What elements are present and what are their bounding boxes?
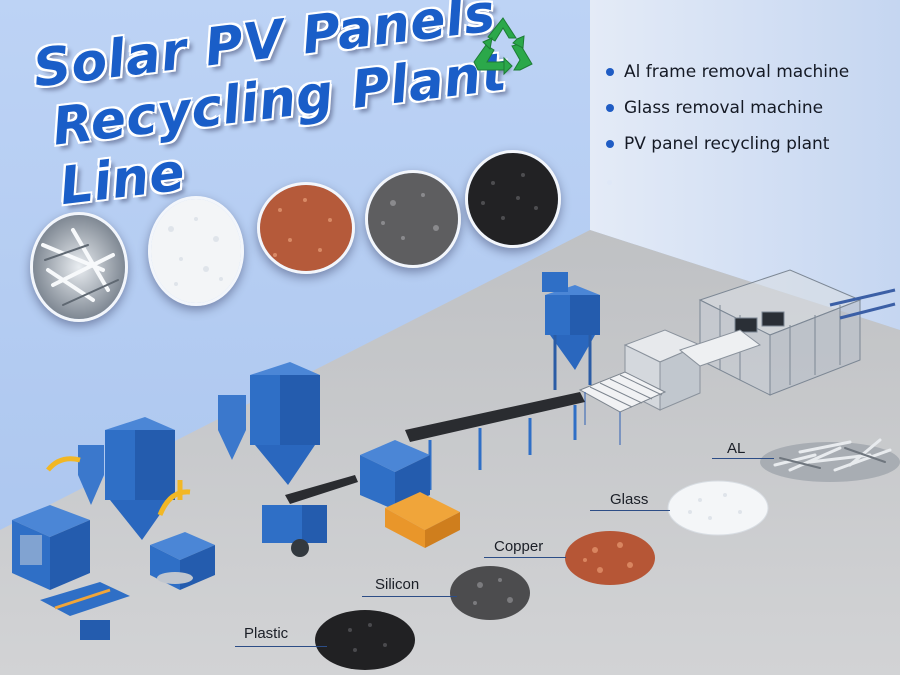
label-plastic: Plastic: [244, 625, 289, 642]
leader-line: [712, 458, 774, 459]
sample-plastic: [465, 150, 561, 248]
label-al: AL: [727, 440, 746, 457]
leader-line: [590, 510, 670, 511]
sample-glass: [148, 196, 244, 306]
pile-plastic: [315, 610, 415, 670]
shredder: [360, 440, 460, 548]
dust-collector-left: [78, 417, 175, 540]
feature-label: Glass removal machine: [624, 98, 824, 118]
separator-left: [12, 505, 90, 590]
pile-al: [760, 438, 900, 482]
blue-roller-conveyor: [829, 288, 896, 320]
sample-aluminium: [30, 212, 128, 322]
vibrating-screen: [40, 582, 130, 640]
sample-silicon: [365, 170, 461, 268]
pile-silicon: [450, 566, 530, 620]
roller-table: [578, 371, 667, 445]
leader-line: [235, 646, 327, 647]
bullet-icon: [607, 180, 612, 185]
leader-line: [484, 557, 566, 558]
recycle-icon: [473, 17, 533, 76]
crusher: [262, 505, 327, 557]
feature-item: PV panel recycling plant: [596, 134, 849, 170]
bullet-icon: [606, 68, 614, 76]
leader-line: [362, 596, 457, 597]
label-glass: Glass: [610, 491, 649, 508]
feature-label: Al frame removal machine: [624, 62, 850, 82]
bullet-icon: [606, 140, 614, 148]
air-separator-middle: [150, 532, 215, 590]
feature-list: Al frame removal machine Glass removal m…: [596, 62, 849, 206]
yellow-ducts: [46, 456, 191, 516]
pile-glass: [667, 480, 769, 536]
dust-collector-middle: [218, 362, 320, 485]
feature-label: PV panel recycling plant: [624, 134, 830, 154]
pile-glass-grain: [688, 493, 742, 520]
feature-item: [596, 170, 849, 206]
feature-item: Al frame removal machine: [596, 62, 849, 98]
dust-collector-right: [542, 272, 600, 390]
pile-copper: [565, 531, 655, 585]
sample-copper: [257, 182, 355, 274]
label-copper: Copper: [494, 538, 544, 555]
bullet-icon: [606, 104, 614, 112]
label-silicon: Silicon: [375, 576, 420, 593]
feature-item: Glass removal machine: [596, 98, 849, 134]
